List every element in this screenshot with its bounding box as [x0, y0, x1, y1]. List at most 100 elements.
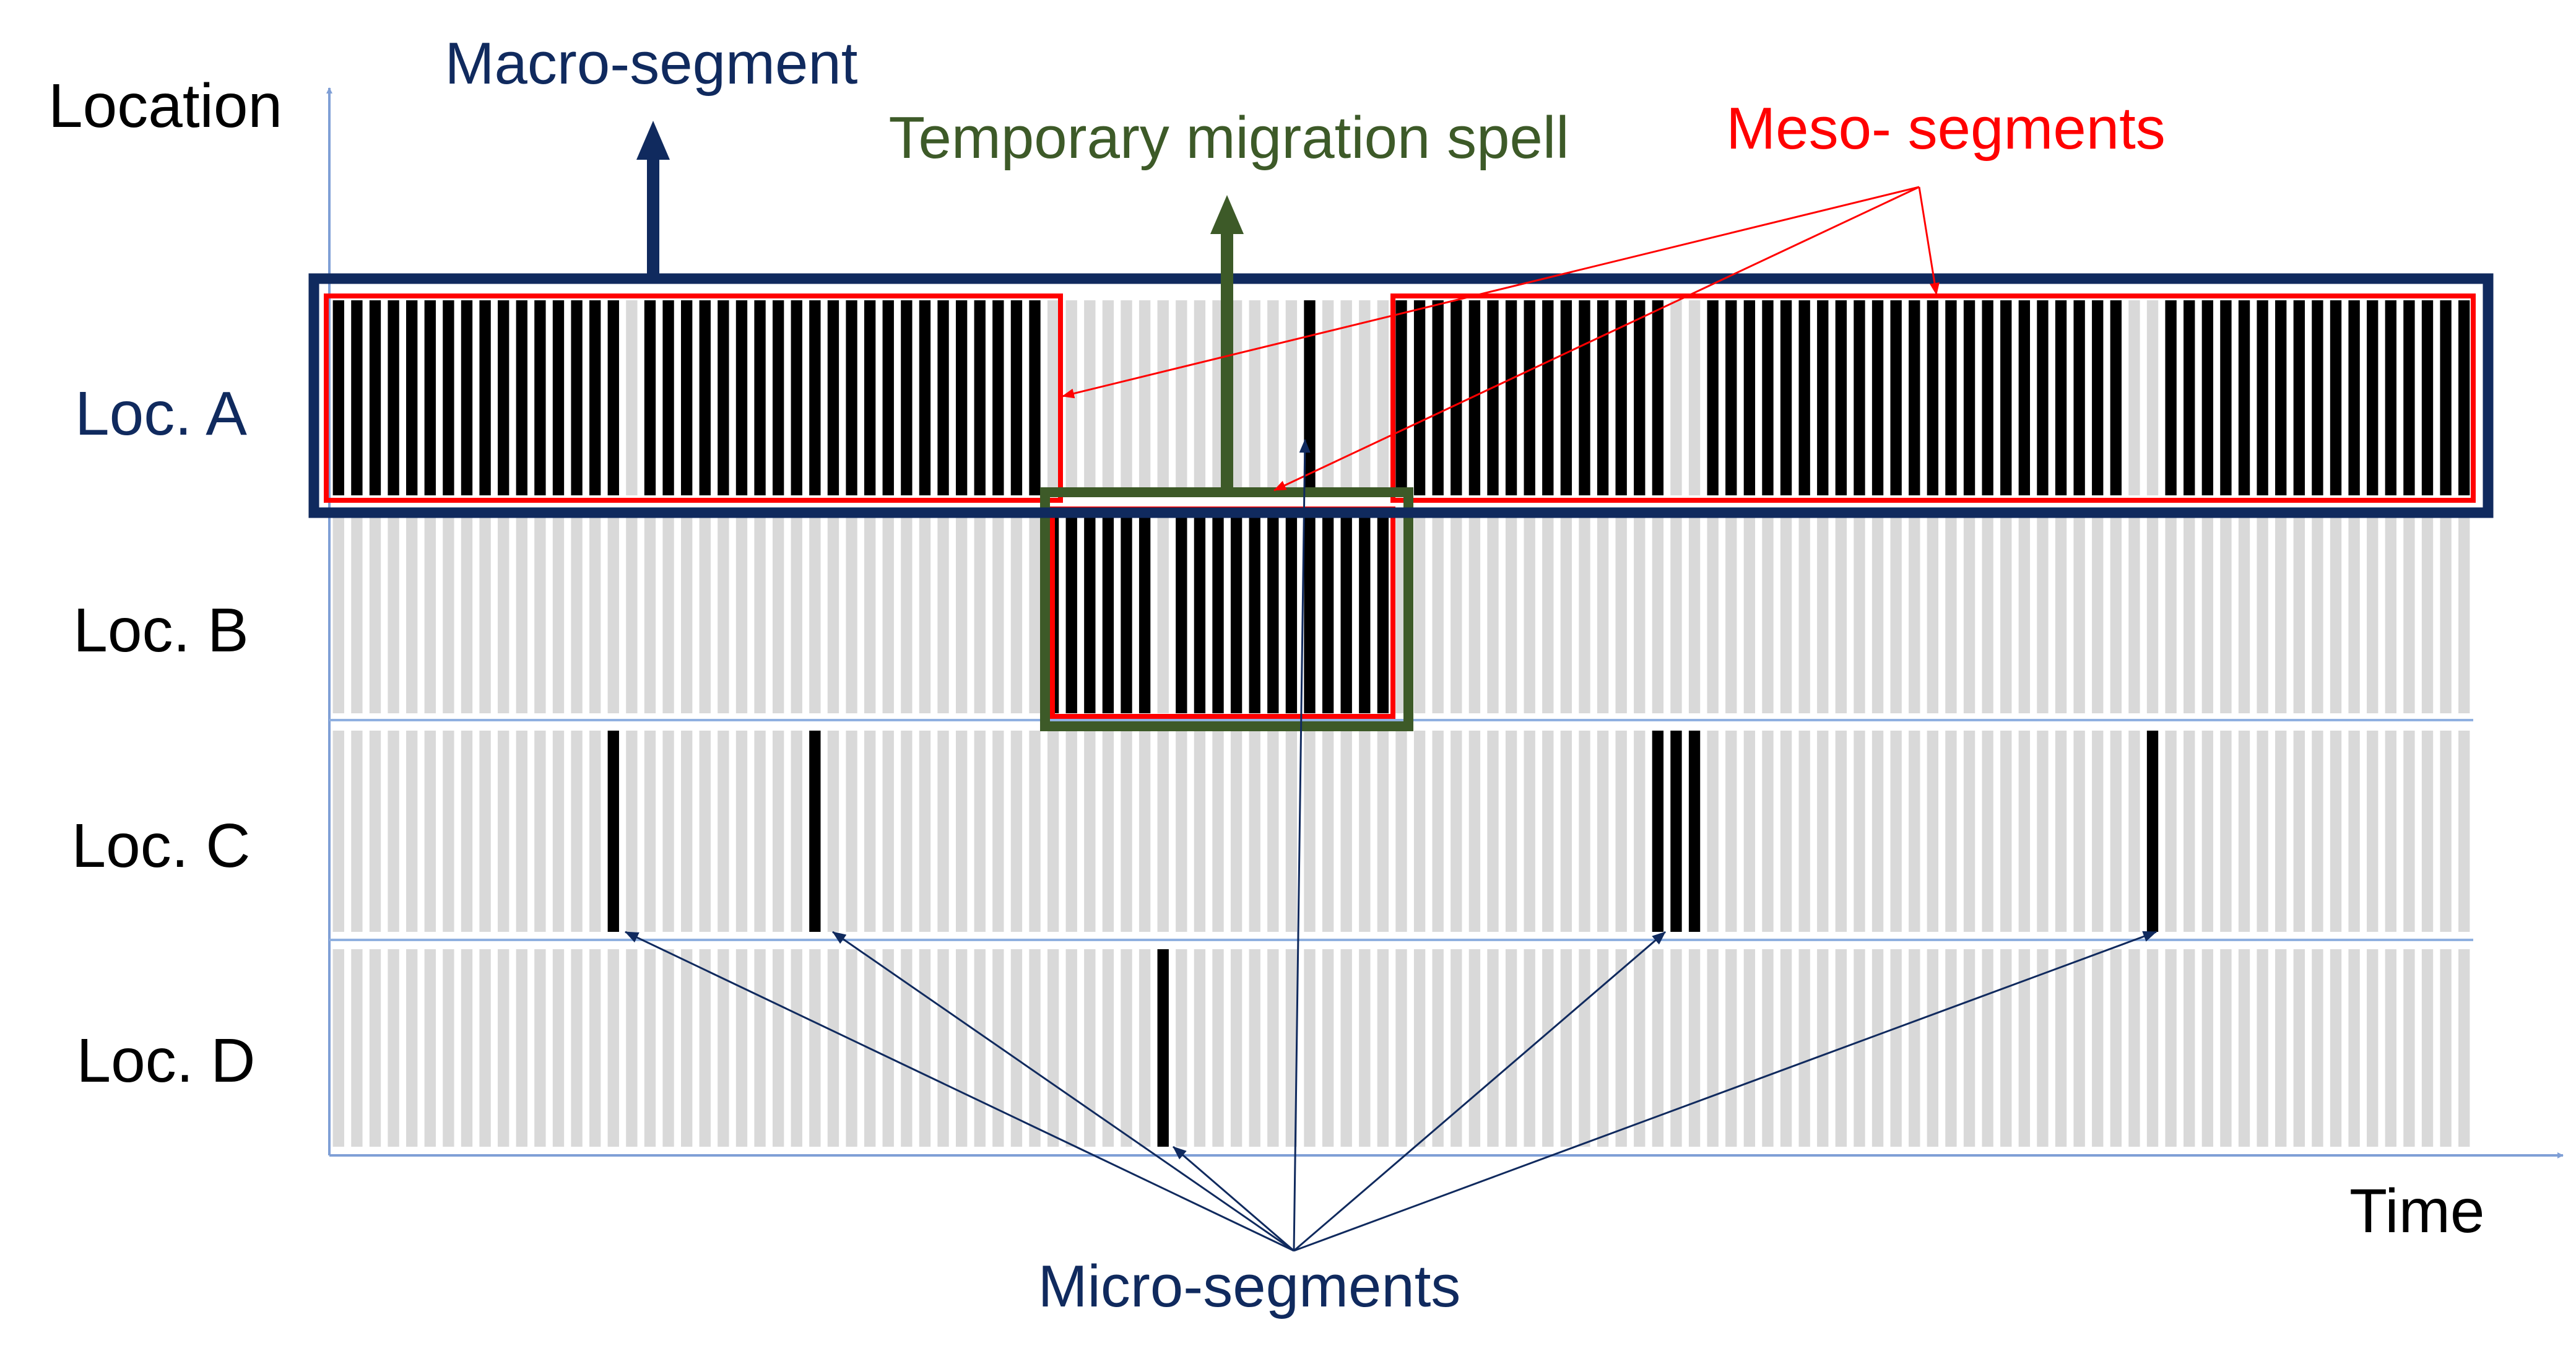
- loc-b-absence-bar: [1871, 514, 1884, 713]
- loc-a-presence-bar: [644, 300, 656, 495]
- loc-c-absence-bar: [827, 731, 839, 932]
- loc-d-absence-bar: [1963, 949, 1975, 1147]
- loc-a-absence-bar: [1102, 300, 1114, 495]
- loc-c-absence-bar: [571, 731, 583, 932]
- loc-b-absence-bar: [424, 514, 436, 713]
- loc-a-presence-bar: [2312, 300, 2323, 495]
- loc-d-absence-bar: [718, 949, 729, 1147]
- loc-c-absence-bar: [516, 731, 527, 932]
- loc-c-absence-bar: [1707, 731, 1719, 932]
- loc-c-absence-bar: [1579, 731, 1590, 932]
- loc-b-absence-bar: [2000, 514, 2012, 713]
- loc-c-absence-bar: [846, 731, 857, 932]
- loc-a-presence-bar: [332, 300, 344, 495]
- loc-c-absence-bar: [1963, 731, 1975, 932]
- loc-d-absence-bar: [791, 949, 802, 1147]
- loc-c-absence-bar: [2275, 731, 2287, 932]
- loc-c-absence-bar: [479, 731, 491, 932]
- loc-d-absence-bar: [1304, 949, 1316, 1147]
- loc-a-presence-bar: [1395, 300, 1407, 495]
- loc-b-absence-bar: [2184, 514, 2195, 713]
- loc-a-presence-bar: [2000, 300, 2012, 495]
- loc-a-presence-bar: [1909, 300, 1920, 495]
- loc-a-presence-bar: [2110, 300, 2122, 495]
- loc-b-absence-bar: [2330, 514, 2342, 713]
- loc-a-presence-bar: [1725, 300, 1737, 495]
- loc-d-absence-bar: [1597, 949, 1609, 1147]
- loc-b-absence-bar: [718, 514, 729, 713]
- loc-c-absence-bar: [1560, 731, 1572, 932]
- meso-arrow: [1273, 186, 1920, 492]
- loc-a-absence-bar: [1138, 300, 1151, 495]
- loc-b-absence-bar: [516, 514, 527, 713]
- loc-c-absence-bar: [1047, 731, 1059, 932]
- loc-c-absence-bar: [2165, 731, 2177, 932]
- loc-d-absence-bar: [2000, 949, 2012, 1147]
- loc-c-absence-bar: [1230, 731, 1242, 932]
- loc-d-absence-bar: [2238, 949, 2250, 1147]
- loc-c-absence-bar: [424, 731, 436, 932]
- loc-d-absence-bar: [1084, 949, 1096, 1147]
- loc-b-absence-bar: [1725, 514, 1737, 713]
- loc-d-absence-bar: [1615, 949, 1627, 1147]
- loc-a-presence-bar: [864, 300, 876, 495]
- loc-a-presence-bar: [2184, 300, 2195, 495]
- micro-arrow: [625, 931, 1295, 1252]
- loc-b-presence-bar: [1322, 514, 1334, 713]
- loc-d-absence-bar: [2330, 949, 2342, 1147]
- loc-a-presence-bar: [2055, 300, 2067, 495]
- loc-b-presence-bar: [1121, 514, 1132, 713]
- loc-d-absence-bar: [424, 949, 436, 1147]
- loc-a-absence-bar: [1249, 300, 1260, 495]
- loc-c-absence-bar: [992, 731, 1004, 932]
- loc-b-absence-bar: [1413, 514, 1426, 713]
- loc-d-absence-bar: [2110, 949, 2122, 1147]
- loc-b-absence-bar: [809, 514, 821, 713]
- loc-b-absence-bar: [607, 514, 619, 713]
- loc-b-absence-bar: [1688, 514, 1701, 713]
- loc-b-absence-bar: [937, 514, 949, 713]
- micro-arrow: [832, 931, 1295, 1252]
- loc-c-absence-bar: [919, 731, 931, 932]
- loc-b-absence-bar: [1743, 514, 1756, 713]
- loc-a-presence-bar: [680, 300, 693, 495]
- loc-c-absence-bar: [332, 731, 344, 932]
- loc-b-presence-bar: [1212, 514, 1224, 713]
- loc-b-absence-bar: [1835, 514, 1847, 713]
- loc-b-absence-bar: [1524, 514, 1535, 713]
- loc-c-absence-bar: [718, 731, 729, 932]
- loc-a-presence-bar: [2385, 300, 2396, 495]
- loc-c-absence-bar: [2184, 731, 2195, 932]
- loc-a-absence-bar: [1176, 300, 1187, 495]
- loc-c-absence-bar: [2000, 731, 2012, 932]
- loc-a-presence-bar: [1579, 300, 1590, 495]
- loc-b-presence-bar: [1194, 514, 1206, 713]
- loc-b-absence-bar: [1798, 514, 1810, 713]
- meso-segments-label: Meso- segments: [1726, 95, 2166, 162]
- loc-b-absence-bar: [2293, 514, 2305, 713]
- loc-b-absence-bar: [1890, 514, 1902, 713]
- loc-c-absence-bar: [699, 731, 711, 932]
- loc-a-presence-bar: [516, 300, 527, 495]
- loc-a-presence-bar: [1413, 300, 1426, 495]
- loc-b-absence-bar: [2440, 514, 2452, 713]
- loc-c-absence-bar: [754, 731, 766, 932]
- loc-d-absence-bar: [1945, 949, 1957, 1147]
- loc-a-presence-bar: [1304, 300, 1316, 495]
- loc-d-absence-bar: [662, 949, 674, 1147]
- row-label-loc-a: Loc. A: [75, 379, 247, 448]
- loc-c-absence-bar: [1359, 731, 1371, 932]
- loc-c-presence-bar: [2146, 731, 2159, 932]
- loc-a-presence-bar: [1817, 300, 1829, 495]
- loc-c-absence-bar: [864, 731, 876, 932]
- loc-c-absence-bar: [1304, 731, 1316, 932]
- loc-c-absence-bar: [1121, 731, 1132, 932]
- loc-d-absence-bar: [1762, 949, 1774, 1147]
- loc-c-absence-bar: [1780, 731, 1792, 932]
- loc-d-absence-bar: [1982, 949, 1993, 1147]
- loc-a-presence-bar: [772, 300, 784, 495]
- loc-c-absence-bar: [772, 731, 784, 932]
- loc-b-absence-bar: [1707, 514, 1719, 713]
- loc-c-absence-bar: [2128, 731, 2140, 932]
- loc-d-absence-bar: [2385, 949, 2396, 1147]
